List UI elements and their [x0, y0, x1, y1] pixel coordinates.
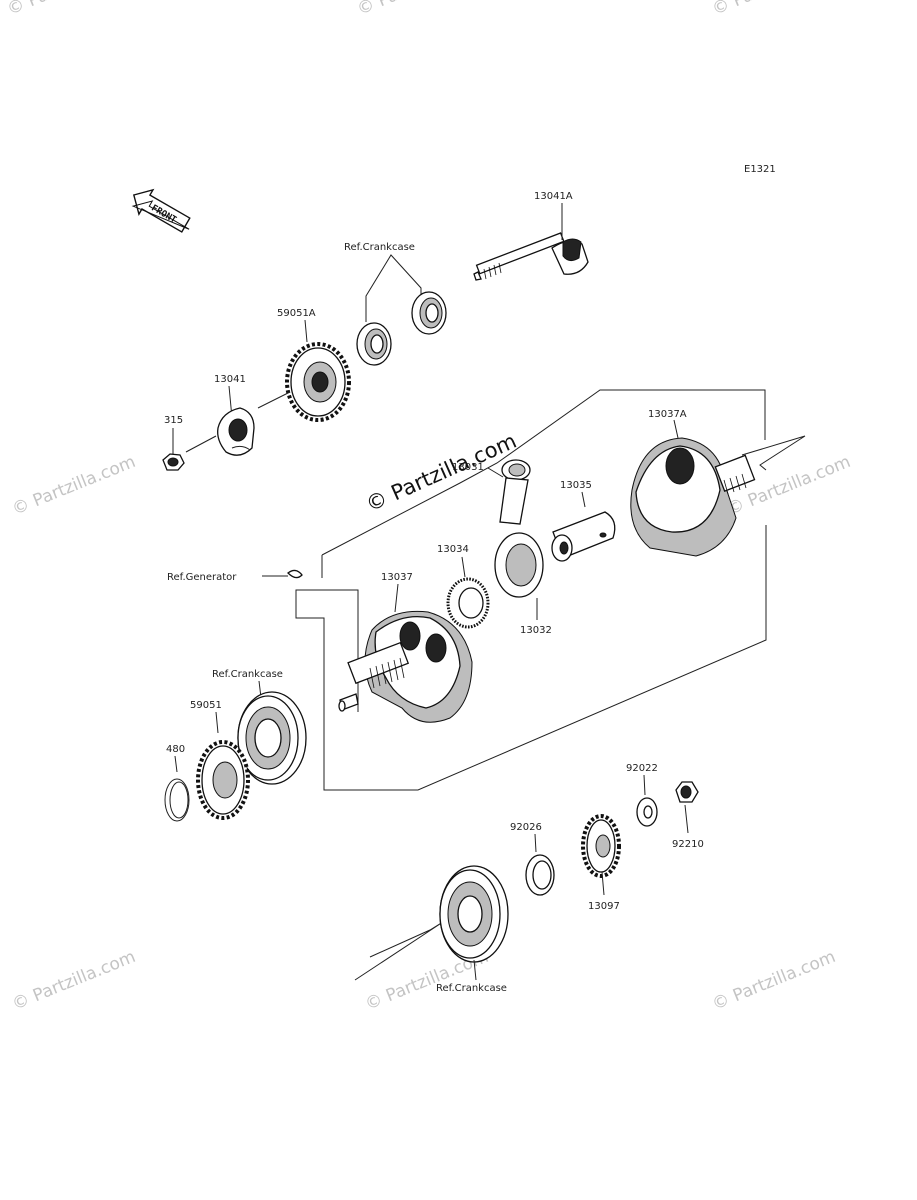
woodruff-key-icon [287, 569, 303, 579]
label-13034: 13034 [437, 544, 469, 555]
crank-pin-13035 [551, 511, 616, 562]
bearing-top-right [411, 291, 447, 335]
collar-92026 [525, 854, 555, 896]
label-13035: 13035 [560, 480, 592, 491]
watermark-tile: © Partzilla.com [9, 947, 138, 1015]
watermark-tile: © Partzilla.com [4, 0, 133, 20]
assembly-outline-top [321, 389, 766, 556]
label-92022: 92022 [626, 763, 658, 774]
label-13037: 13037 [381, 572, 413, 583]
crank-half-13037 [338, 610, 473, 723]
nut-315 [162, 453, 185, 471]
label-13037A: 13037A [648, 409, 687, 420]
label-ref-crankcase-mid: Ref.Crankcase [212, 669, 283, 680]
label-92210: 92210 [672, 839, 704, 850]
label-13041A: 13041A [534, 191, 573, 202]
label-ref-crankcase-top: Ref.Crankcase [344, 242, 415, 253]
circlip-480 [164, 778, 190, 822]
label-59051: 59051 [190, 700, 222, 711]
bearing-bottom [439, 865, 509, 963]
label-13097: 13097 [588, 901, 620, 912]
gear-59051A [285, 342, 351, 422]
label-13032: 13032 [520, 625, 552, 636]
balancer-shaft-13041A [473, 232, 589, 281]
watermark-tile: © Partzilla.com [709, 0, 838, 20]
watermark-tile: © Partzilla.com [709, 947, 838, 1015]
gear-13097 [581, 814, 621, 878]
front-arrow-icon: FRONT [131, 188, 191, 233]
label-92026: 92026 [510, 822, 542, 833]
crank-half-13037A [630, 437, 756, 557]
watermark-tile: © Partzilla.com [354, 0, 483, 20]
washer-92022 [636, 797, 658, 827]
assembly-outline-bottom [295, 525, 767, 791]
nut-92210 [675, 781, 699, 803]
label-59051A: 59051A [277, 308, 316, 319]
watermark-tile: © Partzilla.com [9, 452, 138, 520]
axis-zigzag-bottom [354, 919, 447, 981]
label-13031: 13031 [452, 462, 484, 473]
label-ref-generator: Ref.Generator [167, 572, 237, 583]
label-315: 315 [164, 415, 183, 426]
needle-bearing-13034 [446, 577, 490, 629]
diagram-code: E1321 [744, 164, 776, 175]
connecting-rod-13031 [494, 459, 544, 598]
bearing-top-left [356, 322, 392, 366]
label-480: 480 [166, 744, 185, 755]
bearing-mid [237, 691, 307, 785]
gear-59051 [196, 740, 250, 820]
balancer-weight-13041 [217, 407, 255, 456]
label-ref-crankcase-bottom: Ref.Crankcase [436, 983, 507, 994]
label-13041: 13041 [214, 374, 246, 385]
